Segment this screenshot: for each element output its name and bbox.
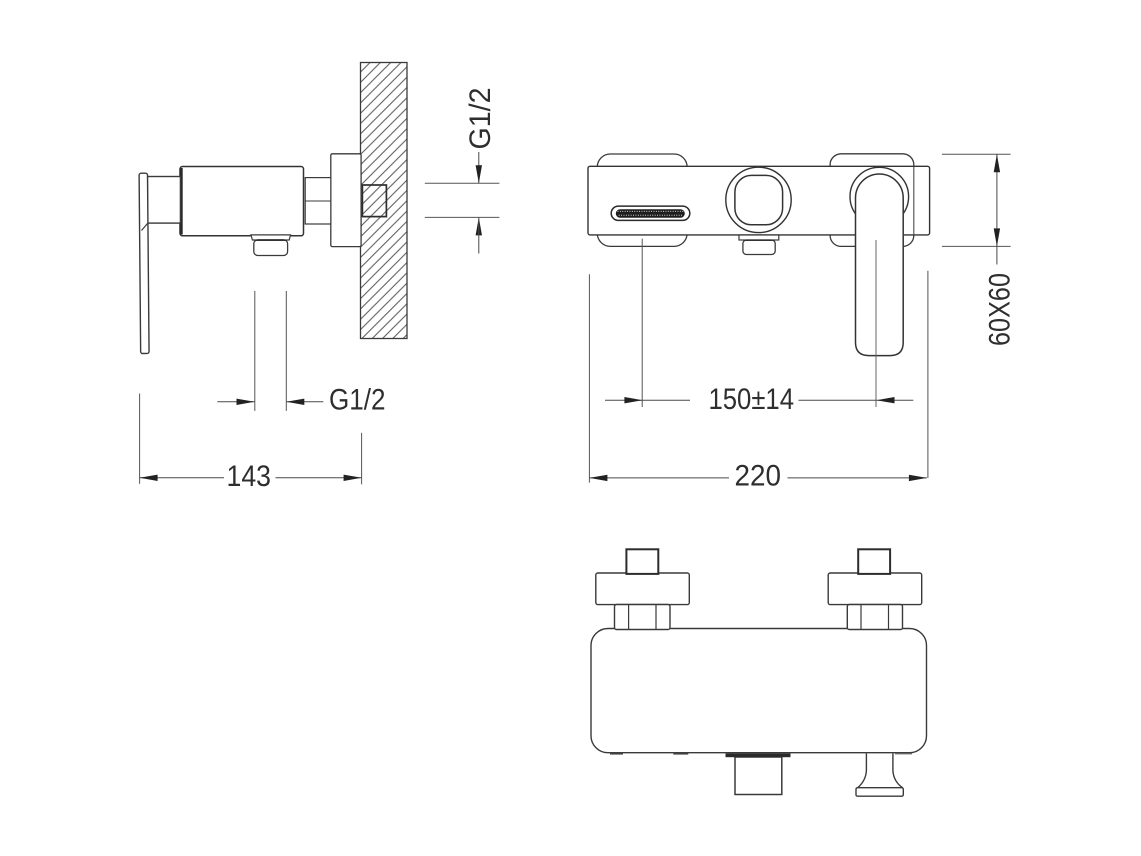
svg-text:143: 143 [227,460,272,493]
svg-text:150±14: 150±14 [709,383,795,416]
svg-text:220: 220 [735,460,782,493]
svg-text:G1/2: G1/2 [464,88,497,150]
svg-text:60X60: 60X60 [983,273,1016,346]
svg-text:G1/2: G1/2 [329,384,386,417]
